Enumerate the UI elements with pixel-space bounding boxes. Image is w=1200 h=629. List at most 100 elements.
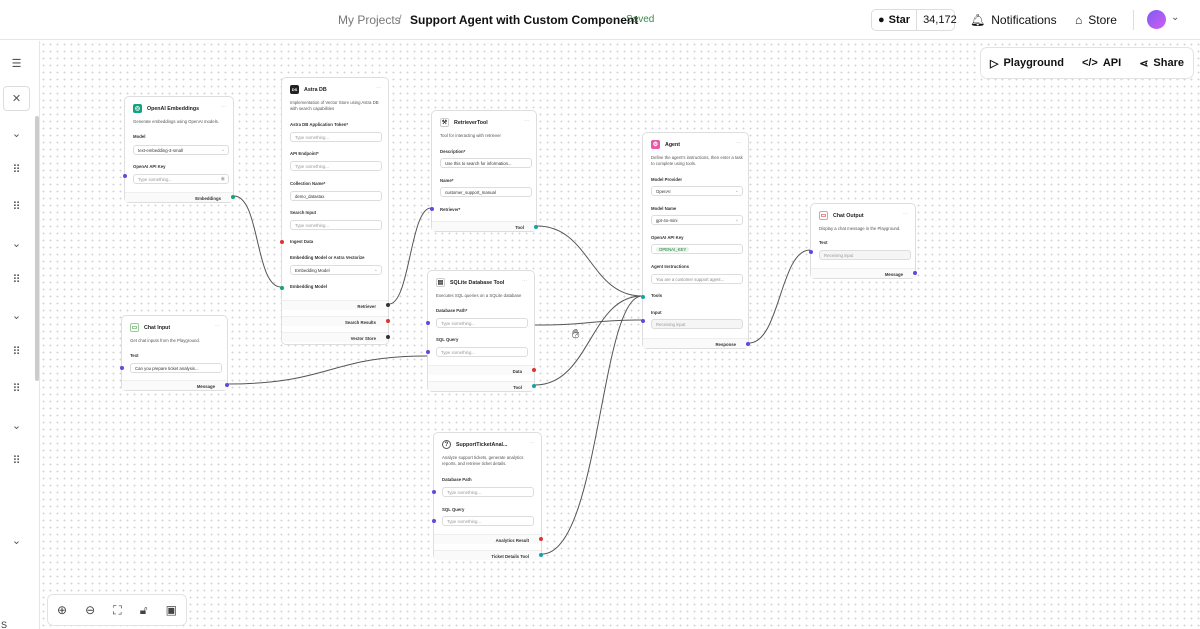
zoom-out-icon[interactable]: ⊖ [85, 603, 96, 617]
node-title: Chat Input [144, 324, 171, 331]
database-path-input[interactable]: Type something... [442, 487, 534, 497]
avatar[interactable] [1147, 10, 1166, 29]
node-menu-icon[interactable]: ⋯ [736, 140, 741, 146]
chevron-down-icon[interactable]: ⌄ [11, 310, 22, 322]
playground-button[interactable]: ▷Playground [990, 57, 1064, 70]
output-handle[interactable] [913, 271, 917, 275]
zoom-in-icon[interactable]: ⊕ [57, 603, 68, 617]
input-handle[interactable] [280, 286, 284, 290]
close-icon[interactable]: ✕ [3, 86, 30, 111]
input-handle[interactable] [426, 350, 430, 354]
text-input[interactable]: Can you prepare ticket analysis... [130, 363, 222, 373]
github-star-button[interactable]: ●Star 34,172 [871, 9, 957, 31]
collection-input[interactable]: demo_datastax [290, 191, 382, 201]
model-provider-select[interactable]: OpenAI⌄ [651, 186, 743, 196]
node-openai-embeddings[interactable]: ◎OpenAI Embeddings ⋯ Generate embeddings… [123, 96, 235, 203]
chevron-down-icon[interactable]: ⌄ [11, 128, 22, 140]
output-handle[interactable] [231, 195, 235, 199]
endpoint-input[interactable]: Type something... [290, 161, 382, 171]
node-menu-icon[interactable]: ⋯ [529, 440, 534, 446]
input-handle[interactable] [809, 250, 813, 254]
output-handle[interactable] [532, 384, 536, 388]
drag-handle-icon[interactable]: ⠿ [12, 455, 21, 467]
input-field[interactable]: Receiving input [651, 319, 743, 329]
model-select[interactable]: text-embedding-3-small⌄ [133, 145, 229, 155]
model-name-select[interactable]: gpt-4o-mini⌄ [651, 215, 743, 225]
node-retriever-tool[interactable]: ⚒RetrieverTool ⋯ Tool for interacting wi… [430, 110, 538, 232]
node-menu-icon[interactable]: ⋯ [903, 211, 908, 217]
api-key-input[interactable]: OPENAI_KEY [651, 244, 743, 254]
breadcrumb-my-projects[interactable]: My Projects [338, 13, 401, 27]
output-handle[interactable] [539, 537, 543, 541]
node-menu-icon[interactable]: ⋯ [215, 323, 220, 329]
node-support-ticket-analysis[interactable]: ?SupportTicketAnal... ⋯ Analyze support … [432, 432, 543, 560]
chat-icon: ▭ [130, 323, 139, 332]
sql-query-input[interactable]: Type something... [436, 347, 528, 357]
field-label: SQL Query [442, 507, 465, 512]
output-handle[interactable] [225, 383, 229, 387]
node-chat-input[interactable]: ▭Chat Input ⋯ Get chat inputs from the P… [120, 315, 229, 391]
api-button[interactable]: </>API [1082, 57, 1121, 69]
output-handle[interactable] [534, 225, 538, 229]
node-sqlite-tool[interactable]: ▤SQLite Database Tool ⋯ Executes SQL que… [426, 270, 536, 392]
instructions-input[interactable]: You are a customer support agent... [651, 274, 743, 284]
field-label: Astra DB Application Token* [290, 122, 349, 127]
search-input[interactable]: Type something... [290, 220, 382, 230]
embedding-select[interactable]: Embedding Model⌄ [290, 265, 382, 275]
input-handle[interactable] [432, 519, 436, 523]
output-message: Message [811, 268, 915, 278]
output-handle[interactable] [386, 319, 390, 323]
node-chat-output[interactable]: ▭Chat Output ⋯ Display a chat message in… [809, 203, 917, 279]
drag-handle-icon[interactable]: ⠿ [12, 383, 21, 395]
description-input[interactable]: Use this to search for information... [440, 158, 532, 168]
project-title[interactable]: Support Agent with Custom Component [410, 13, 639, 27]
input-handle[interactable] [430, 207, 434, 211]
node-menu-icon[interactable]: ⋯ [524, 118, 529, 124]
drag-handle-icon[interactable]: ⠿ [12, 201, 21, 213]
input-handle[interactable] [280, 240, 284, 244]
output-handle[interactable] [746, 342, 750, 346]
drag-handle-icon[interactable]: ⠿ [12, 274, 21, 286]
store-button[interactable]: ⌂Store [1075, 13, 1117, 27]
sliders-icon[interactable]: ☰ [11, 58, 22, 70]
node-title: Chat Output [833, 212, 864, 219]
notifications-button[interactable]: 🔔︎Notifications [970, 13, 1057, 27]
name-input[interactable]: customer_support_manual [440, 187, 532, 197]
field-label: Collection Name* [290, 181, 326, 186]
sql-query-input[interactable]: Type something... [442, 516, 534, 526]
node-menu-icon[interactable]: ⋯ [376, 85, 381, 91]
sidebar-scrollbar[interactable] [35, 116, 39, 381]
share-button[interactable]: ⋖Share [1139, 57, 1184, 70]
input-handle[interactable] [641, 295, 645, 299]
note-icon[interactable]: ▣ [165, 603, 177, 617]
node-menu-icon[interactable]: ⋯ [221, 104, 226, 110]
token-input[interactable]: Type something... [290, 132, 382, 142]
chevron-down-icon[interactable]: ⌄ [11, 238, 22, 250]
input-handle[interactable] [123, 174, 127, 178]
chevron-down-icon[interactable]: ⌄ [606, 13, 616, 25]
node-agent[interactable]: ⚙Agent ⋯ Define the agent's instructions… [641, 132, 750, 349]
chevron-down-icon[interactable]: ⌄ [11, 420, 22, 432]
drag-handle-icon[interactable]: ⠿ [12, 346, 21, 358]
output-handle[interactable] [539, 553, 543, 557]
text-input[interactable]: Receiving input [819, 250, 911, 260]
api-key-input[interactable]: Type something...◉ [133, 174, 229, 184]
input-handle[interactable] [641, 319, 645, 323]
chevron-down-icon[interactable]: ⌄ [1171, 12, 1180, 23]
chevron-down-icon[interactable]: ⌄ [11, 535, 22, 547]
store-icon: ⌂ [1075, 13, 1083, 27]
field-label: Input [651, 310, 662, 315]
database-path-input[interactable]: Type something... [436, 318, 528, 328]
drag-handle-icon[interactable]: ⠿ [12, 164, 21, 176]
lock-icon[interactable]: 🔓︎ [139, 602, 148, 617]
fit-view-icon[interactable]: ⛶ [113, 602, 122, 617]
input-handle[interactable] [426, 321, 430, 325]
output-handle[interactable] [386, 335, 390, 339]
output-handle[interactable] [386, 303, 390, 307]
input-handle[interactable] [120, 366, 124, 370]
output-handle[interactable] [532, 368, 536, 372]
input-handle[interactable] [432, 490, 436, 494]
node-menu-icon[interactable]: ⋯ [522, 278, 527, 284]
output-retriever: Retriever [282, 300, 388, 310]
